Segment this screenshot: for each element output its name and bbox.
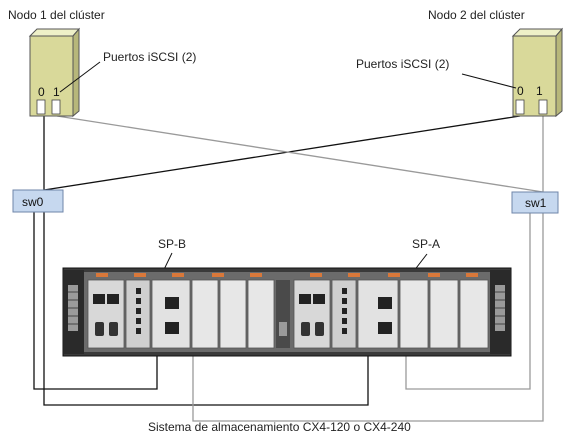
sp-b-module — [87, 279, 275, 349]
spa-led — [342, 298, 347, 304]
spb-mgmt-port — [93, 294, 105, 304]
spa-blank-slot — [459, 279, 489, 349]
sw1-box — [511, 191, 559, 214]
spb-serial-port — [109, 322, 118, 336]
spa-iscsi-port-1 — [378, 297, 392, 309]
spa-iscsi-port-0 — [378, 322, 392, 334]
node2-title: Nodo 2 del clúster — [428, 8, 525, 22]
cluster-node-1: Nodo 1 del clúster 0 1 Puertos iSCSI (2) — [8, 8, 196, 118]
chassis-top-indicators — [96, 273, 478, 277]
divider-vent — [279, 322, 287, 336]
node2-top — [555, 27, 563, 118]
node1-port0 — [36, 99, 46, 115]
spa-led — [342, 318, 347, 324]
sw0-box — [12, 189, 64, 213]
node1-title: Nodo 1 del clúster — [8, 8, 105, 22]
switch-sw1: sw1 — [511, 191, 559, 214]
node2-ports-leader — [461, 73, 517, 89]
sw1-label: sw1 — [525, 196, 547, 210]
spb-led — [136, 328, 141, 334]
spb-blank-slot — [247, 279, 275, 349]
spb-blank-slot — [191, 279, 219, 349]
storage-caption: Sistema de almacenamiento CX4-120 o CX4-… — [148, 420, 411, 434]
node1-body — [29, 35, 74, 117]
chassis-divider — [276, 280, 290, 348]
node2-port1 — [538, 99, 548, 115]
spb-blank-slot — [219, 279, 247, 349]
spa-label: SP-A — [412, 237, 440, 251]
spb-led — [136, 308, 141, 314]
node2-port0-label: 0 — [517, 84, 524, 98]
spb-mgmt-port — [107, 294, 119, 304]
spa-iscsi-card — [357, 279, 399, 349]
node1-port1 — [51, 99, 61, 115]
switch-sw0: sw0 — [12, 189, 64, 213]
spa-blank-slot — [399, 279, 429, 349]
cluster-node-2: Nodo 2 del clúster 0 1 Puertos iSCSI (2) — [356, 8, 564, 118]
spb-led — [136, 318, 141, 324]
spa-mgmt-card — [293, 279, 331, 349]
spa-led — [342, 288, 347, 294]
cable-group — [33, 115, 544, 422]
spa-led — [342, 328, 347, 334]
sp-a-module — [293, 279, 489, 349]
spb-iscsi-card — [151, 279, 191, 349]
spb-mgmt-card — [87, 279, 125, 349]
spa-mgmt-port — [313, 294, 325, 304]
node1-top — [72, 27, 80, 118]
node1-port1-label: 1 — [53, 85, 60, 99]
spa-mgmt-port — [299, 294, 311, 304]
spb-iscsi-port-1 — [165, 297, 179, 309]
spa-blank-slot — [429, 279, 459, 349]
spb-led — [136, 298, 141, 304]
cable-node2-sw0 — [43, 115, 521, 191]
spb-serial-port — [95, 322, 104, 336]
node1-port0-label: 0 — [38, 85, 45, 99]
sw0-label: sw0 — [22, 195, 44, 209]
node2-port0 — [515, 99, 525, 115]
spa-serial-port — [315, 322, 324, 336]
spb-label: SP-B — [158, 237, 186, 251]
spb-iscsi-port-0 — [165, 322, 179, 334]
node2-side — [511, 28, 564, 37]
node1-ports-label: Puertos iSCSI (2) — [103, 50, 196, 64]
spa-led — [342, 308, 347, 314]
spa-serial-port — [301, 322, 310, 336]
node1-ports-leader — [59, 61, 101, 93]
storage-array: SP-B SP-A — [62, 237, 512, 434]
node2-ports-label: Puertos iSCSI (2) — [356, 57, 449, 71]
cable-node1-sw1 — [56, 115, 544, 193]
node2-port1-label: 1 — [536, 84, 543, 98]
node1-side — [28, 28, 81, 37]
spb-led — [136, 288, 141, 294]
